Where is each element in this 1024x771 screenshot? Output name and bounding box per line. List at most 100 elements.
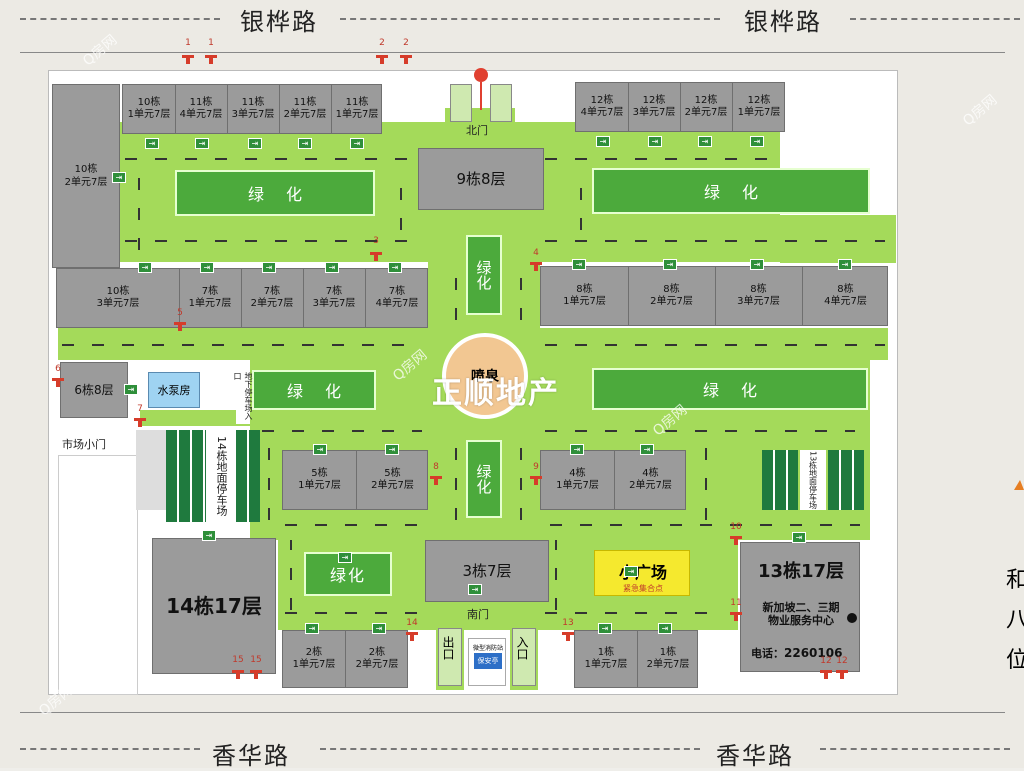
fire-hydrant-icon[interactable] [430, 476, 442, 485]
building-3[interactable]: 3栋7层 [425, 540, 549, 602]
building-row-1[interactable]: 1栋 1单元7层 1栋 2单元7层 [574, 630, 698, 688]
right-edge-char: 和 [1006, 568, 1024, 593]
unit-2-2[interactable]: 2栋 2单元7层 [355, 647, 399, 670]
unit-4-1[interactable]: 4栋 1单元7层 [541, 451, 615, 509]
building-9[interactable]: 9栋8层 [418, 148, 544, 210]
building-row-12[interactable]: 12栋 4单元7层 12栋 3单元7层 12栋 2单元7层 12栋 1单元7层 [575, 82, 785, 132]
small-square[interactable]: 小广场 紧急集合点 [594, 550, 690, 596]
unit-2-1[interactable]: 2栋 1单元7层 [283, 631, 346, 687]
unit-1-2[interactable]: 1栋 2单元7层 [646, 647, 690, 670]
parking-14-east[interactable] [236, 430, 260, 522]
fire-hydrant-icon[interactable] [370, 252, 382, 261]
building-row-7[interactable]: 10栋 3单元7层 7栋 1单元7层 7栋 2单元7层 7栋 3单元7层 7栋 … [56, 268, 428, 328]
north-gate-label[interactable]: 北门 [466, 124, 488, 137]
road-marking [285, 612, 435, 614]
unit-12-2[interactable]: 12栋 2单元7层 [680, 83, 733, 131]
hydrant-number: 7 [137, 404, 143, 414]
exit-sign-icon: ⇥ [325, 262, 339, 273]
parking-13-west[interactable] [762, 450, 798, 510]
unit-11-1[interactable]: 11栋 1单元7层 [335, 97, 379, 120]
unit-5-2[interactable]: 5栋 2单元7层 [371, 468, 414, 491]
unit-12-1[interactable]: 12栋 1单元7层 [737, 95, 781, 118]
unit-7-2[interactable]: 7栋 2单元7层 [241, 269, 304, 327]
market-gate-label[interactable]: 市场小门 [62, 438, 106, 451]
unit-12-3[interactable]: 12栋 3单元7层 [628, 83, 681, 131]
unit-4-2[interactable]: 4栋 2单元7层 [629, 468, 672, 491]
building-row-8[interactable]: 8栋 1单元7层 8栋 2单元7层 8栋 3单元7层 8栋 4单元7层 [540, 266, 888, 326]
exit-sign-icon: ⇥ [663, 259, 677, 270]
building-row-4[interactable]: 4栋 1单元7层 4栋 2单元7层 [540, 450, 686, 510]
right-edge-char: 八 [1006, 608, 1024, 633]
unit-8-4[interactable]: 8栋 4单元7层 [824, 284, 867, 307]
fire-hydrant-icon[interactable] [730, 536, 742, 545]
building-14[interactable]: 14栋17层 [152, 538, 276, 674]
unit-10-3[interactable]: 10栋 3单元7层 [57, 269, 180, 327]
parking-13-label: 13栋地面停车场 [800, 450, 826, 510]
unit-7-4[interactable]: 7栋 4单元7层 [375, 286, 419, 309]
fire-hydrant-icon[interactable] [232, 670, 244, 679]
hydrant-number: 9 [533, 462, 539, 472]
parking-13-east[interactable] [828, 450, 864, 510]
fire-hydrant-icon[interactable] [182, 55, 194, 64]
road-line-top [340, 18, 720, 20]
hydrant-number: 2 [403, 38, 409, 48]
hydrant-number: 6 [55, 364, 61, 374]
parking-14-west[interactable] [166, 430, 206, 522]
fire-hydrant-icon[interactable] [406, 632, 418, 641]
exit-sign-icon: ⇥ [792, 532, 806, 543]
building-13[interactable]: 13栋17层 新加坡二、三期 物业服务中心 电话：2260106 [740, 542, 860, 672]
building-6[interactable]: 6栋8层 [60, 362, 128, 418]
exit-sign-icon: ⇥ [202, 530, 216, 541]
unit-11-2[interactable]: 11栋 2单元7层 [279, 85, 332, 133]
underground-parking-entry[interactable]: 地下停车场入口 [233, 372, 253, 424]
phone-number[interactable]: 2260106 [784, 646, 843, 660]
greenery-middle-east: 绿化 [592, 368, 868, 410]
unit-1-1[interactable]: 1栋 1单元7层 [575, 631, 638, 687]
exit-sign-icon: ⇥ [350, 138, 364, 149]
service-center-phone[interactable]: 电话：2260106 [751, 646, 843, 661]
greenery-middle-west: 绿化 [252, 370, 376, 410]
building-row-2[interactable]: 2栋 1单元7层 2栋 2单元7层 [282, 630, 408, 688]
building-row-10-11[interactable]: 10栋 1单元7层 11栋 4单元7层 11栋 3单元7层 11栋 2单元7层 … [122, 84, 382, 134]
fountain[interactable]: 喷泉 [442, 333, 528, 419]
fire-hydrant-icon[interactable] [730, 612, 742, 621]
exit-sign-icon: ⇥ [598, 623, 612, 634]
unit-7-3[interactable]: 7栋 3单元7层 [303, 269, 366, 327]
unit-5-1[interactable]: 5栋 1单元7层 [283, 451, 357, 509]
building-10-unit-2[interactable]: 10栋 2单元7层 [52, 84, 120, 268]
fire-hydrant-icon[interactable] [836, 670, 848, 679]
exit-sign-icon: ⇥ [468, 584, 482, 595]
fire-hydrant-icon[interactable] [376, 55, 388, 64]
unit-10-1[interactable]: 10栋 1单元7层 [123, 85, 176, 133]
road-marking [580, 170, 582, 230]
fire-station[interactable]: 微型消防站 保安亭 [468, 638, 506, 686]
unit-8-3[interactable]: 8栋 3单元7层 [715, 267, 803, 325]
fire-hydrant-icon[interactable] [134, 418, 146, 427]
building-row-5[interactable]: 5栋 1单元7层 5栋 2单元7层 [282, 450, 428, 510]
fire-hydrant-icon[interactable] [205, 55, 217, 64]
unit-7-1[interactable]: 7栋 1单元7层 [179, 269, 242, 327]
fire-hydrant-icon[interactable] [250, 670, 262, 679]
fire-hydrant-icon[interactable] [820, 670, 832, 679]
fire-hydrant-icon[interactable] [174, 322, 186, 331]
unit-8-1[interactable]: 8栋 1单元7层 [541, 267, 629, 325]
fire-hydrant-icon[interactable] [562, 632, 574, 641]
south-gate-out-text: 出口 [441, 636, 455, 660]
exit-sign-icon: ⇥ [648, 136, 662, 147]
service-center-dot [847, 613, 857, 623]
fire-hydrant-icon[interactable] [530, 476, 542, 485]
pump-room[interactable]: 水泵房 [148, 372, 200, 408]
unit-11-3[interactable]: 11栋 3单元7层 [227, 85, 280, 133]
north-gate-marker[interactable] [474, 68, 488, 82]
unit-8-2[interactable]: 8栋 2单元7层 [628, 267, 716, 325]
south-gate-label[interactable]: 南门 [467, 608, 489, 621]
fire-hydrant-icon[interactable] [52, 378, 64, 387]
road-label-top-right: 银桦路 [744, 8, 822, 36]
unit-11-4[interactable]: 11栋 4单元7层 [175, 85, 228, 133]
exit-sign-icon: ⇥ [388, 262, 402, 273]
exit-sign-icon: ⇥ [145, 138, 159, 149]
security-booth[interactable]: 保安亭 [474, 653, 502, 669]
fire-hydrant-icon[interactable] [530, 262, 542, 271]
unit-12-4[interactable]: 12栋 4单元7层 [576, 83, 629, 131]
fire-hydrant-icon[interactable] [400, 55, 412, 64]
